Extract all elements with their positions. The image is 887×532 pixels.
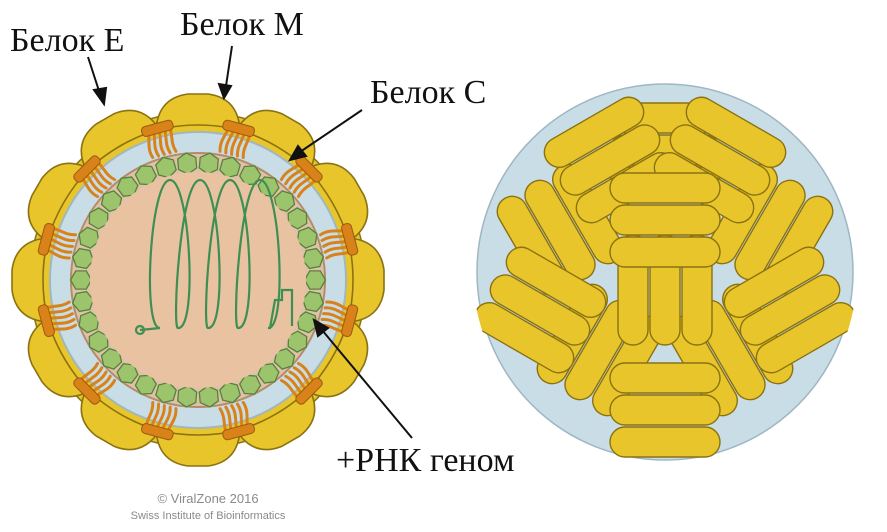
capsid-subunit	[71, 271, 92, 289]
protein-e-rod	[610, 237, 720, 267]
protein-e-rod	[610, 395, 720, 425]
protein-e-rod	[610, 427, 720, 457]
protein-e-rod	[610, 173, 720, 203]
pointer-protein-c	[300, 110, 362, 152]
pointer-protein-m	[226, 46, 232, 86]
pointer-protein-e-head	[94, 88, 106, 104]
credit-line-1: © ViralZone 2016	[118, 492, 298, 505]
protein-e-rod	[610, 205, 720, 235]
label-protein-e: Белок E	[10, 24, 124, 58]
capsid-subunit	[305, 271, 326, 289]
virion-surface-view	[469, 84, 861, 460]
protein-e-rod	[610, 363, 720, 393]
label-genome: +РНК геном	[336, 444, 514, 478]
label-protein-m: Белок M	[180, 8, 304, 42]
pointer-protein-m-head	[219, 84, 231, 98]
virion-cross-section	[12, 94, 384, 466]
credit-line-2: Swiss Institute of Bioinformatics	[98, 511, 318, 522]
label-protein-c: Белок C	[370, 76, 486, 110]
